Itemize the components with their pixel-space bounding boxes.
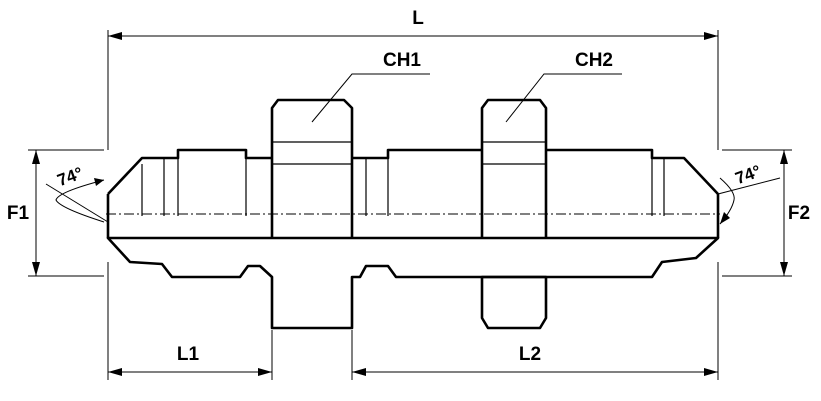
dim-L1-label: L1 xyxy=(177,344,200,365)
hex-CH2-label: CH2 xyxy=(575,50,613,71)
right-flare xyxy=(546,148,719,195)
right-angle-label: 74° xyxy=(733,161,764,188)
hex-CH1-label: CH1 xyxy=(383,50,421,71)
dim-L2-label: L2 xyxy=(519,344,541,365)
left-hex xyxy=(270,98,354,238)
dim-L-label: L xyxy=(412,8,424,29)
locknut-section xyxy=(480,275,548,330)
left-flare xyxy=(107,148,272,195)
dim-F2-label: F2 xyxy=(788,203,810,224)
dim-F1-label: F1 xyxy=(7,203,30,224)
section-hatch xyxy=(106,236,720,330)
right-hex xyxy=(480,98,548,238)
